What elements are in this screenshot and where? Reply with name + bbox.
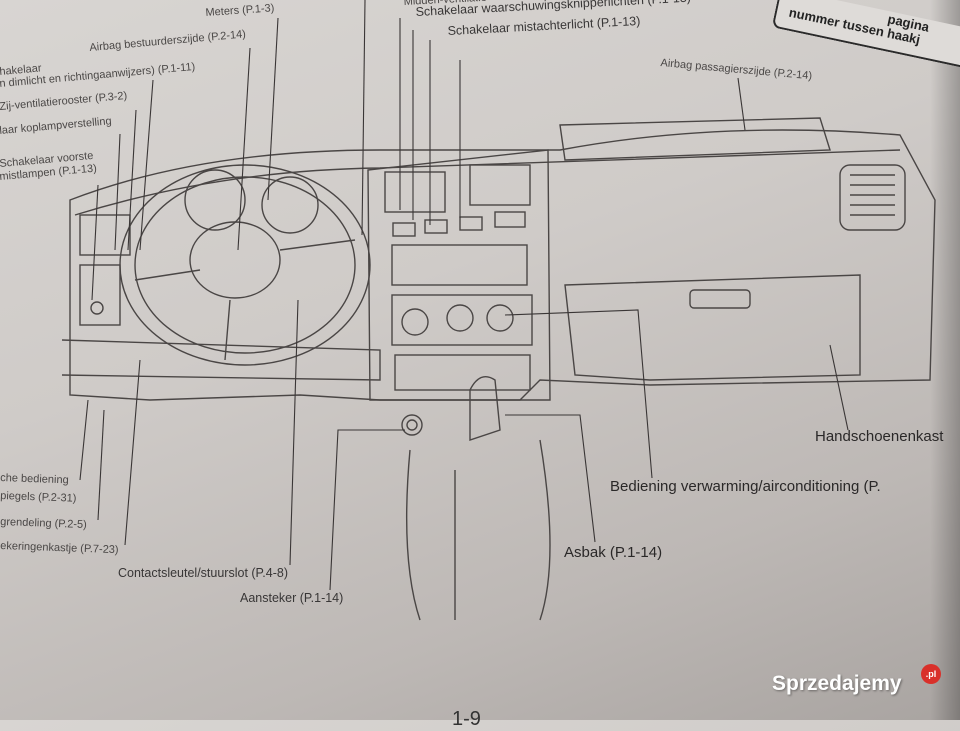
- cigarette-lighter: [401, 414, 423, 436]
- steering-wheel-inner: [134, 176, 356, 354]
- left-lower-switch-panel: [79, 264, 121, 326]
- center-console: [367, 149, 551, 401]
- dashboard-outline: [69, 129, 936, 401]
- blank-switch: [494, 211, 526, 228]
- climate-panel: [391, 294, 533, 346]
- center-tunnel: [405, 439, 551, 621]
- radio-slot: [391, 244, 528, 286]
- label-mirrors-1: che bediening: [0, 472, 69, 487]
- dash-top-line: [74, 149, 901, 216]
- page-curl-shadow: [930, 0, 960, 720]
- center-vent-left: [384, 171, 446, 213]
- label-ashtray: Asbak (P.1-14): [564, 544, 663, 561]
- climate-knob-1: [401, 308, 429, 336]
- passenger-airbag-panel: [559, 117, 831, 161]
- glovebox-handle: [689, 289, 751, 309]
- cigarette-lighter-inner: [406, 419, 418, 431]
- climate-knob-3: [486, 304, 514, 332]
- center-vent-right: [469, 164, 531, 206]
- gauge-right: [261, 176, 319, 234]
- climate-knob-2: [446, 304, 474, 332]
- steering-hub: [189, 221, 281, 299]
- label-heating-ac: Bediening verwarming/airconditioning (P.: [610, 478, 881, 495]
- steering-spokes: [134, 239, 356, 361]
- label-ignition: Contactsleutel/stuurslot (P.4-8): [118, 566, 288, 580]
- leader-lines: [79, 0, 849, 591]
- passenger-vent: [839, 164, 906, 231]
- rear-fog-button: [424, 219, 448, 234]
- label-lighter: Aansteker (P.1-14): [240, 591, 344, 605]
- storage-slot: [394, 354, 531, 391]
- glovebox: [564, 274, 861, 381]
- mirror-control-knob: [90, 301, 104, 315]
- gauge-left: [184, 169, 246, 231]
- hazard-button: [392, 222, 416, 237]
- watermark-logo: Sprzedajemy: [772, 672, 902, 695]
- dash-lower-line: [61, 339, 381, 381]
- watermark-logo-suffix: .pl: [921, 664, 941, 684]
- passenger-vent-slats: [850, 174, 895, 216]
- front-fog-button: [459, 216, 483, 231]
- left-switch-panel: [79, 214, 131, 256]
- gear-lever: [469, 376, 501, 441]
- label-glovebox: Handschoenenkast: [815, 428, 944, 445]
